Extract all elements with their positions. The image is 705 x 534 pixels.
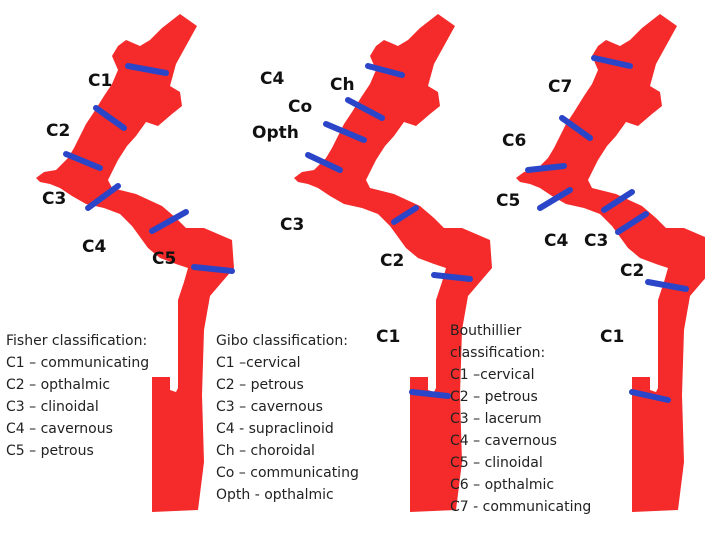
fisher-divider-c3 [63,151,103,171]
bouthillier-legend-item: C7 - communicating [450,499,592,515]
bouthillier-vessel: C7 C6 C5 C4 C3 C2 C1 [496,14,705,512]
fisher-vessel: C1 C2 C3 C4 C5 [36,14,235,512]
gibo-legend-item: C3 – cavernous [216,399,323,415]
gibo-divider-ch-co [345,97,385,121]
fisher-label-c1: C1 [88,71,112,91]
gibo-legend-item: C4 - supraclinoid [216,421,334,437]
bouthillier-divider-c6 [559,115,593,141]
bouthillier-legend-item: C2 – petrous [450,389,538,405]
bouthillier-divider-c3a [601,189,635,213]
bouthillier-legend-title: Bouthillier classification: [450,323,546,361]
gibo-legend-item: Opth - opthalmic [216,487,334,503]
fisher-divider-c4 [85,183,121,211]
fisher-legend-item: C4 – cavernous [6,421,113,437]
gibo-label-c1: C1 [376,327,400,347]
bouthillier-divider-c7 [591,55,633,69]
fisher-legend-item: C1 – communicating [6,355,150,371]
bouthillier-label-c2: C2 [620,261,644,281]
bouthillier-label-c4: C4 [544,231,568,251]
bouthillier-label-c3: C3 [584,231,608,251]
bouthillier-label-c7: C7 [548,77,572,97]
gibo-divider-c3-c2 [391,205,419,225]
bouthillier-legend-item: C1 –cervical [450,367,535,383]
bouthillier-legend-item: C6 – opthalmic [450,477,555,493]
gibo-legend-item: Ch – choroidal [216,443,315,459]
gibo-legend-item: C1 –cervical [216,355,301,371]
gibo-divider-co-opth [323,121,367,143]
gibo-divider-c2-c1 [431,272,473,282]
gibo-label-c2: C2 [380,251,404,271]
fisher-label-c3: C3 [42,189,66,209]
gibo-label-c4: C4 [260,69,284,89]
bouthillier-divider-c4 [537,187,573,211]
bouthillier-label-c6: C6 [502,131,526,151]
bouthillier-label-c1: C1 [600,327,624,347]
fisher-legend-title: Fisher classification: [6,333,148,349]
gibo-vessel: C4 Ch Co Opth C3 C2 C1 [252,14,492,512]
gibo-label-co: Co [288,97,312,117]
fisher-divider-c5 [149,209,189,234]
bouthillier-legend: Bouthillier classification: C1 –cervical… [450,320,592,518]
bouthillier-divider-c5 [525,163,567,173]
gibo-label-ch: Ch [330,75,355,95]
gibo-legend-item: Co – communicating [216,465,359,481]
gibo-legend-title: Gibo classification: [216,333,348,349]
fisher-label-c4: C4 [82,237,106,257]
fisher-label-c5: C5 [152,249,176,269]
fisher-legend-item: C5 – petrous [6,443,94,459]
bouthillier-legend-item: C4 – cavernous [450,433,557,449]
gibo-divider-c4-ch [365,63,405,78]
fisher-legend: Fisher classification: C1 – communicatin… [6,330,166,462]
fisher-divider-c2 [93,105,127,131]
fisher-divider-end [191,264,235,274]
bouthillier-divider-c3b [615,211,649,235]
gibo-divider-opth-c3 [305,152,343,173]
fisher-label-c2: C2 [46,121,70,141]
gibo-legend-item: C2 – petrous [216,377,304,393]
bouthillier-divider-c1 [629,389,671,403]
gibo-divider-c1-end [409,389,451,399]
gibo-legend: Gibo classification: C1 –cervical C2 – p… [216,330,376,506]
bouthillier-legend-item: C5 – clinoidal [450,455,543,471]
bouthillier-divider-c2 [645,279,689,292]
fisher-divider-c1 [125,63,169,76]
bouthillier-legend-item: C3 – lacerum [450,411,542,427]
bouthillier-label-c5: C5 [496,191,520,211]
gibo-label-c3: C3 [280,215,304,235]
fisher-legend-item: C3 – clinoidal [6,399,99,415]
gibo-label-opth: Opth [252,123,299,143]
fisher-legend-item: C2 – opthalmic [6,377,111,393]
